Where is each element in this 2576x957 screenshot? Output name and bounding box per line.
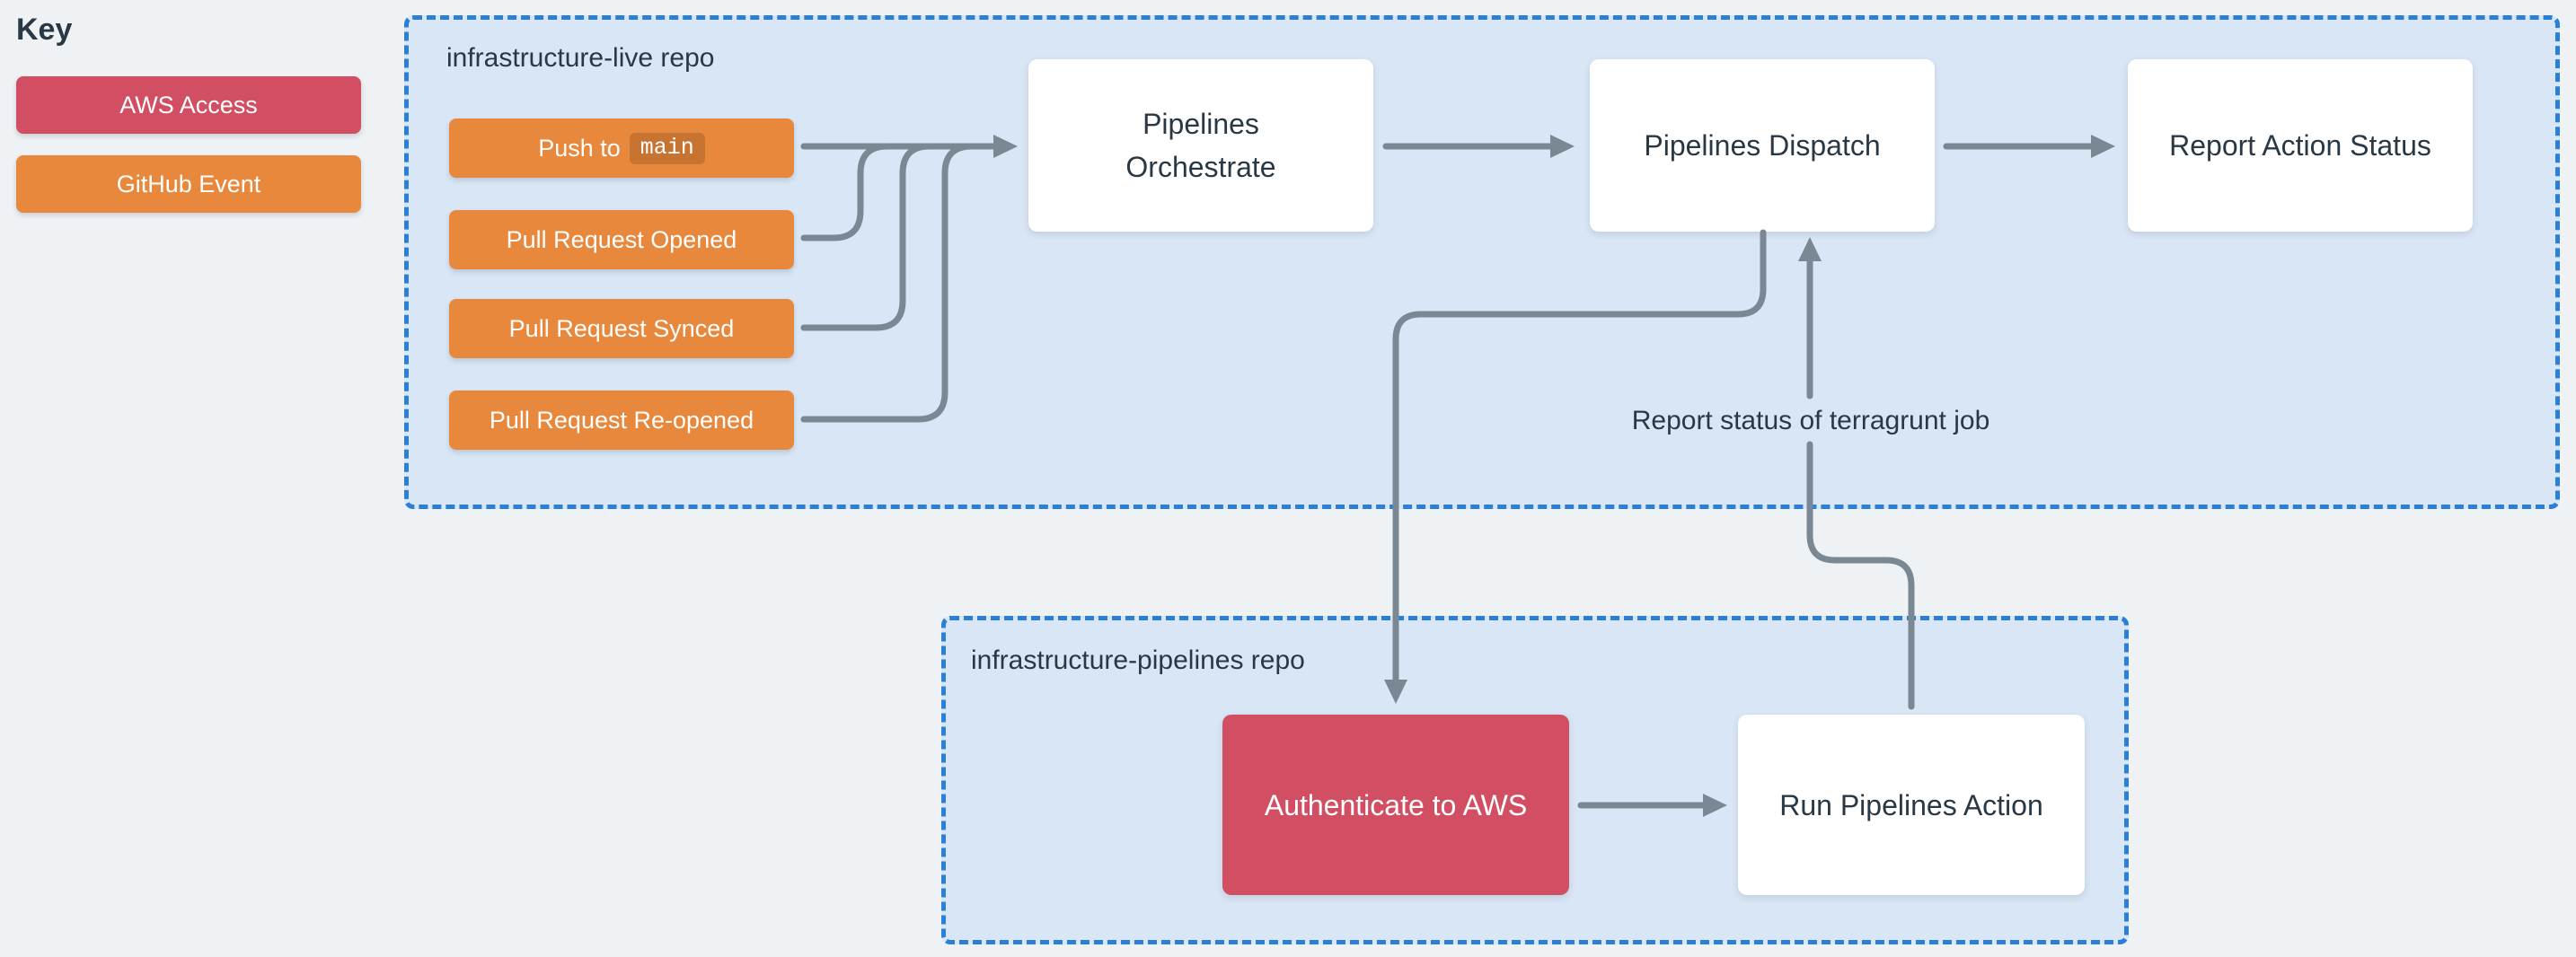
node-pipelines-orchestrate: Pipelines Orchestrate <box>1028 59 1373 232</box>
event-pull-request-reopened-label: Pull Request Re-opened <box>489 406 754 434</box>
node-authenticate-to-aws: Authenticate to AWS <box>1222 715 1569 895</box>
legend-title: Key <box>16 13 73 47</box>
event-pull-request-reopened: Pull Request Re-opened <box>449 391 794 450</box>
node-pipelines-dispatch: Pipelines Dispatch <box>1590 59 1935 232</box>
legend-item-github-event-label: GitHub Event <box>116 170 261 198</box>
code-chip-main-branch: main <box>629 132 705 164</box>
node-run-pipelines-action: Run Pipelines Action <box>1738 715 2085 895</box>
event-push-to-main: Push to main <box>449 119 794 178</box>
legend-item-aws-access: AWS Access <box>16 76 361 134</box>
legend: Key AWS Access GitHub Event <box>16 13 361 234</box>
container-infrastructure-live-repo: infrastructure-live repo Push to main Pu… <box>404 15 2560 509</box>
legend-item-aws-access-label: AWS Access <box>119 91 258 119</box>
repo-title-infrastructure-live: infrastructure-live repo <box>446 43 715 73</box>
annotation-report-status: Report status of terragrunt job <box>1631 406 1990 435</box>
legend-item-github-event: GitHub Event <box>16 155 361 213</box>
container-infrastructure-pipelines-repo: infrastructure-pipelines repo Authentica… <box>941 616 2129 944</box>
event-push-to-main-prefix: Push to <box>538 134 621 162</box>
node-report-action-status: Report Action Status <box>2128 59 2473 232</box>
event-pull-request-synced: Pull Request Synced <box>449 299 794 358</box>
event-pull-request-opened-label: Pull Request Opened <box>506 225 737 253</box>
event-pull-request-synced-label: Pull Request Synced <box>508 314 735 342</box>
repo-title-infrastructure-pipelines: infrastructure-pipelines repo <box>971 645 1305 675</box>
event-pull-request-opened: Pull Request Opened <box>449 210 794 269</box>
